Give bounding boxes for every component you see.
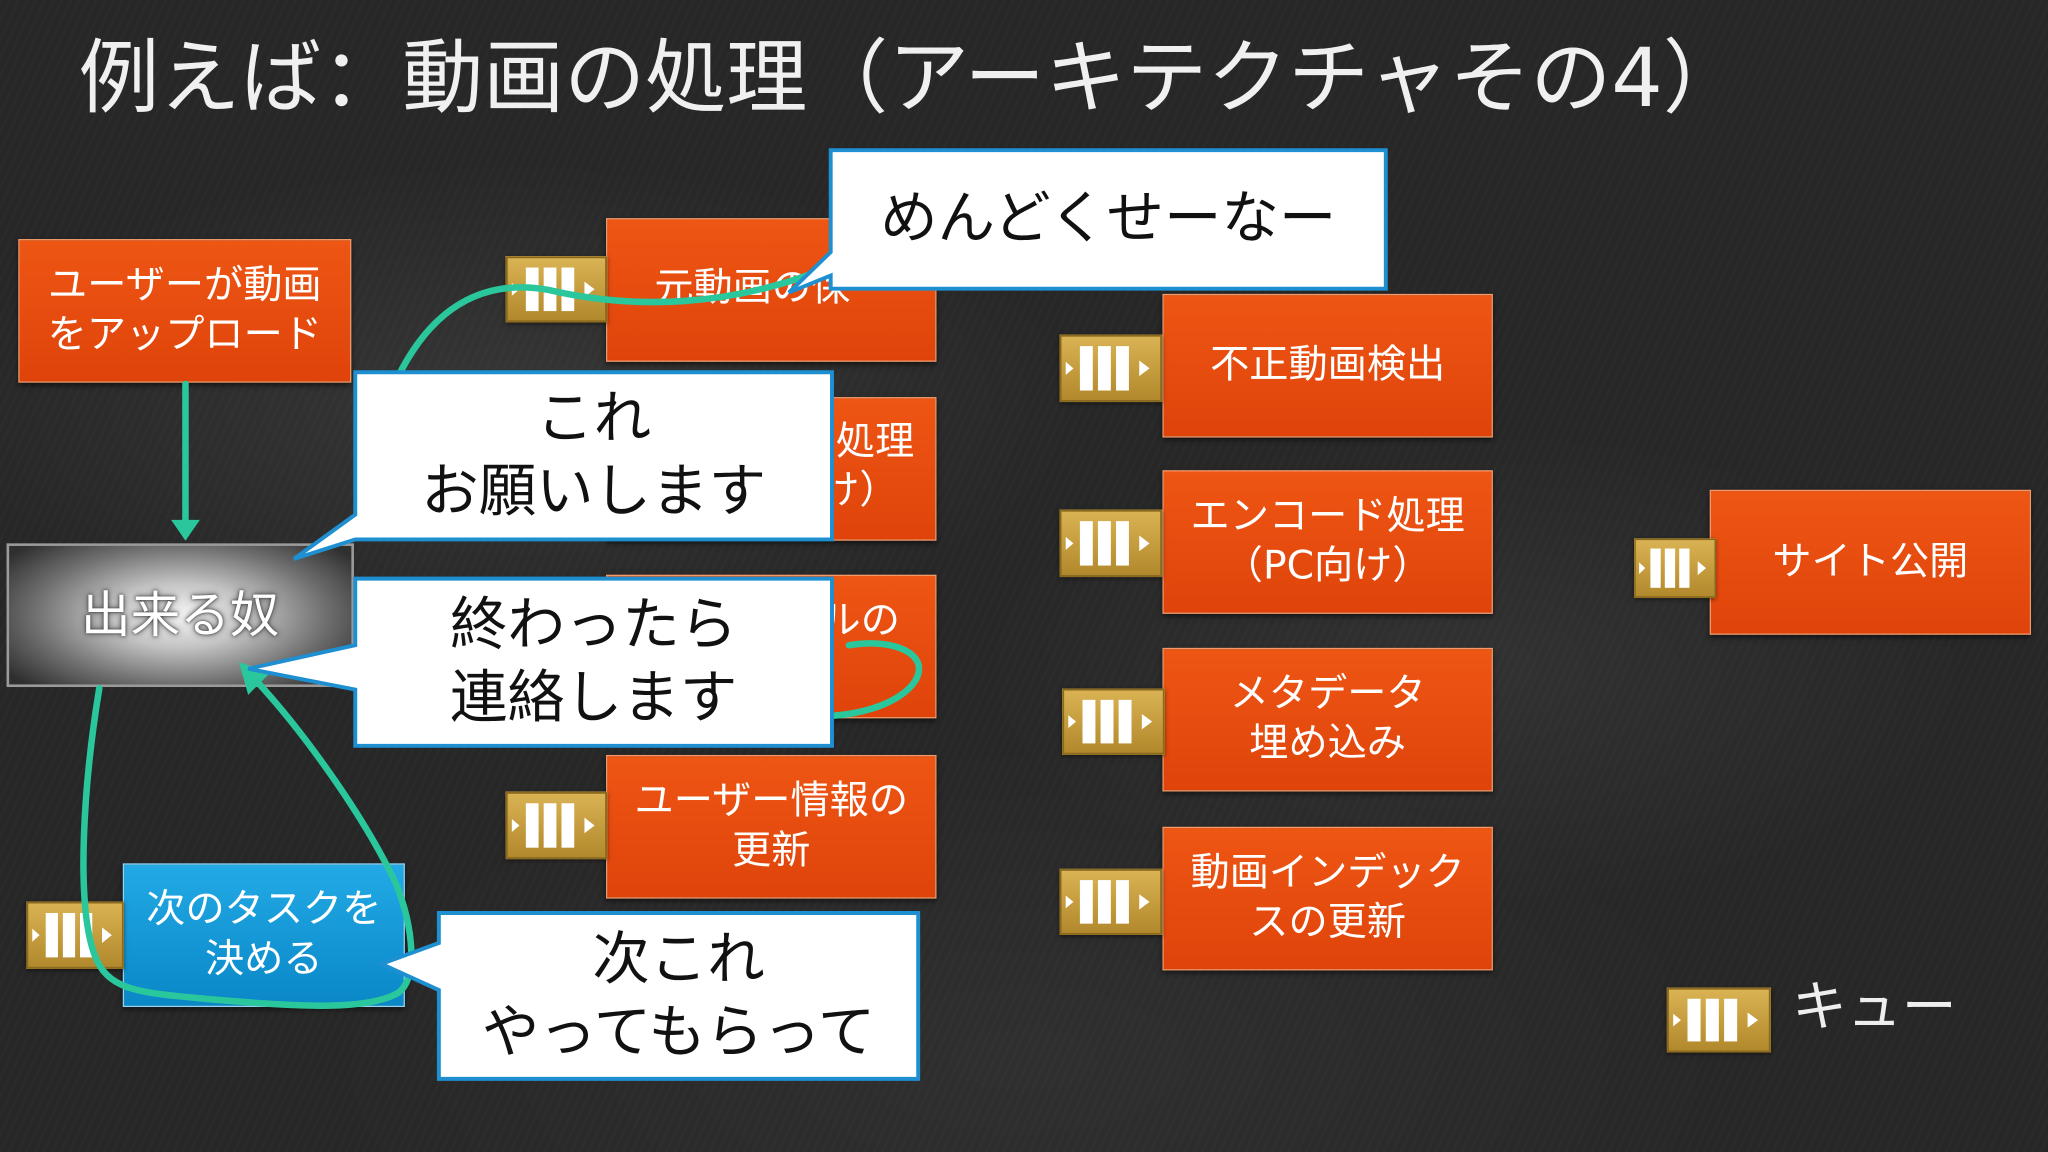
queue-icon <box>505 256 608 323</box>
box-metadata-embed: メタデータ 埋め込み <box>1162 647 1493 792</box>
queue-icon <box>1059 509 1163 578</box>
box-label: スの更新 <box>1249 899 1407 946</box>
box-label: け） <box>820 467 899 514</box>
callout-next: 次これ やってもらって <box>439 913 918 1079</box>
box-label: ユーザー情報の <box>634 778 909 825</box>
box-fraud-detection: 不正動画検出 <box>1162 293 1493 438</box>
callout-complaint: めんどくせーなー <box>831 150 1386 288</box>
box-label: 更新 <box>732 828 811 874</box>
arrowhead-down <box>171 519 200 541</box>
box-label: をアップロード <box>47 312 322 358</box>
box-label: 決める <box>205 936 323 983</box>
box-label: サイト公開 <box>1772 538 1969 585</box>
box-decide-next-task: 次のタスクを 決める <box>122 863 405 1008</box>
box-label: エンコード処理 <box>1190 493 1465 540</box>
queue-icon <box>505 791 608 860</box>
box-upload: ユーザーが動画 をアップロード <box>18 239 352 383</box>
legend-label: キュー <box>1792 974 1957 1039</box>
box-label: 不正動画検出 <box>1210 342 1446 388</box>
queue-icon <box>26 901 125 970</box>
box-label: ユーザーが動画 <box>48 262 322 309</box>
slide-title: 例えば：動画の処理（アーキテクチャその4） <box>78 30 1744 126</box>
box-label: 動画インデック <box>1190 850 1465 896</box>
queue-icon <box>1059 334 1163 403</box>
callout-text: お願いします <box>421 458 767 526</box>
box-label: ルの <box>821 598 900 644</box>
callout-report: 終わったら 連絡します <box>355 579 832 746</box>
box-index-update: 動画インデック スの更新 <box>1162 826 1493 971</box>
box-label: メタデータ <box>1229 671 1426 718</box>
callout-request: これ お願いします <box>355 372 832 539</box>
box-label: 次のタスクを <box>146 886 382 933</box>
callout-text: 終わったら <box>449 591 738 659</box>
queue-icon <box>1633 538 1717 599</box>
callout-text: めんどくせーなー <box>880 185 1337 253</box>
callout-text: 連絡します <box>449 664 738 732</box>
callout-text: これ <box>536 385 652 452</box>
queue-icon <box>1059 868 1163 936</box>
box-encode: エンコード処理 （PC向け） <box>1162 470 1493 614</box>
queue-icon <box>1061 688 1166 755</box>
box-label: （PC向け） <box>1223 543 1432 590</box>
legend-queue-icon <box>1666 987 1772 1053</box>
callout-text: 次これ <box>592 925 765 992</box>
box-site-publish: サイト公開 <box>1709 489 2032 635</box>
callout-text: やってもらって <box>481 998 876 1066</box>
box-label: 出来る奴 <box>80 586 280 644</box>
box-label: 埋め込み <box>1249 720 1407 767</box>
box-worker: 出来る奴 <box>6 543 354 688</box>
box-label: 元動画の保 <box>654 265 851 311</box>
box-user-info-update: ユーザー情報の 更新 <box>606 754 937 899</box>
box-label: 処理 <box>835 419 915 465</box>
